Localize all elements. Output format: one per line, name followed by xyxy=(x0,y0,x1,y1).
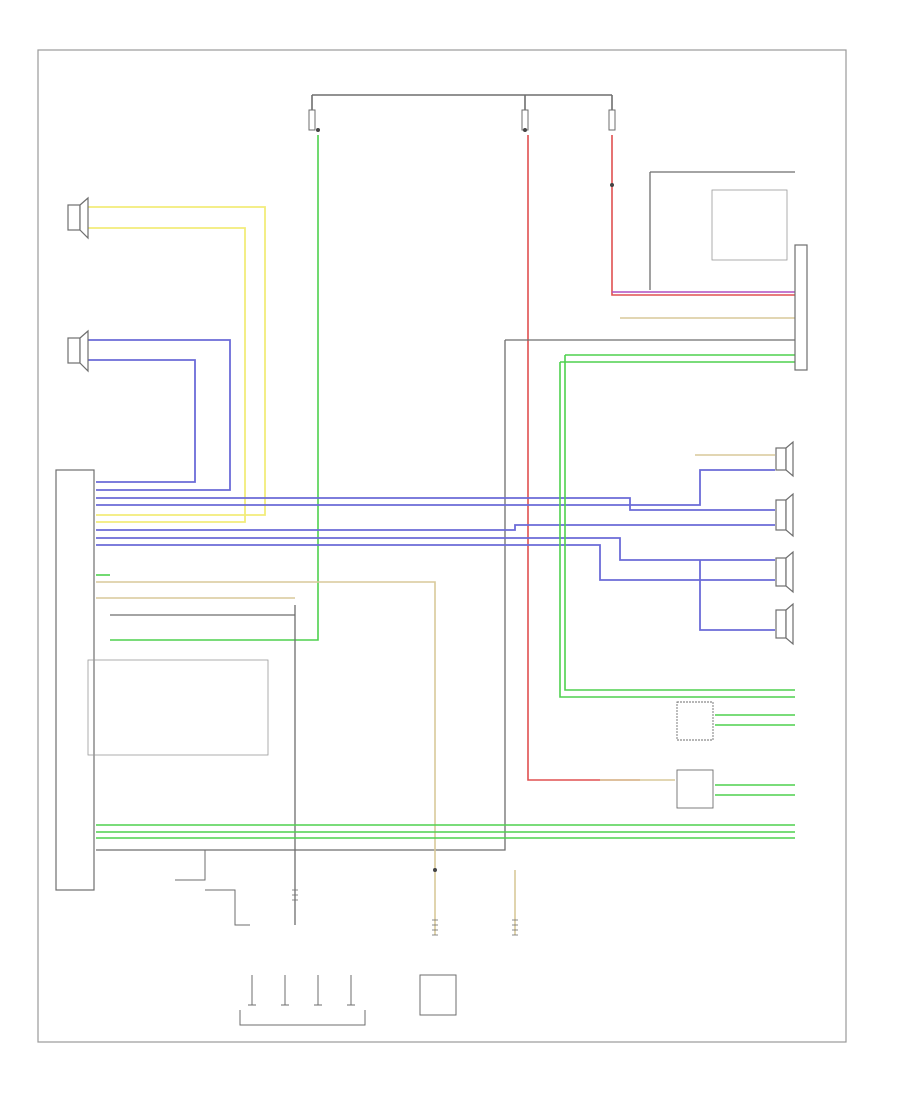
dark-wires xyxy=(96,171,795,925)
top-bus xyxy=(311,94,613,110)
ground-icon xyxy=(248,975,355,1006)
green-power-wire xyxy=(110,135,319,641)
power-antenna-block xyxy=(711,189,788,261)
fuse-icon xyxy=(308,109,616,131)
ground-distribution-block xyxy=(175,849,206,881)
yellow-wires xyxy=(88,206,266,523)
splice-dots xyxy=(316,128,614,872)
radio-unit xyxy=(55,469,95,891)
tan-wires xyxy=(96,317,795,935)
telephone-transceiver xyxy=(676,769,714,809)
navigation-block xyxy=(87,659,269,756)
green-bus-wires xyxy=(96,354,795,839)
speaker-icon xyxy=(775,440,794,646)
navigation-computer xyxy=(419,974,457,1016)
connector-icon xyxy=(292,889,518,936)
red-wire xyxy=(527,135,795,781)
antenna-connector xyxy=(794,244,808,371)
steering-wheel-bracket xyxy=(239,1010,366,1026)
speaker-icon xyxy=(67,196,89,373)
blue-wires xyxy=(88,339,775,631)
diagram-frame xyxy=(37,49,847,1043)
telephone-module xyxy=(676,701,714,741)
power-antenna-wire xyxy=(205,889,250,926)
